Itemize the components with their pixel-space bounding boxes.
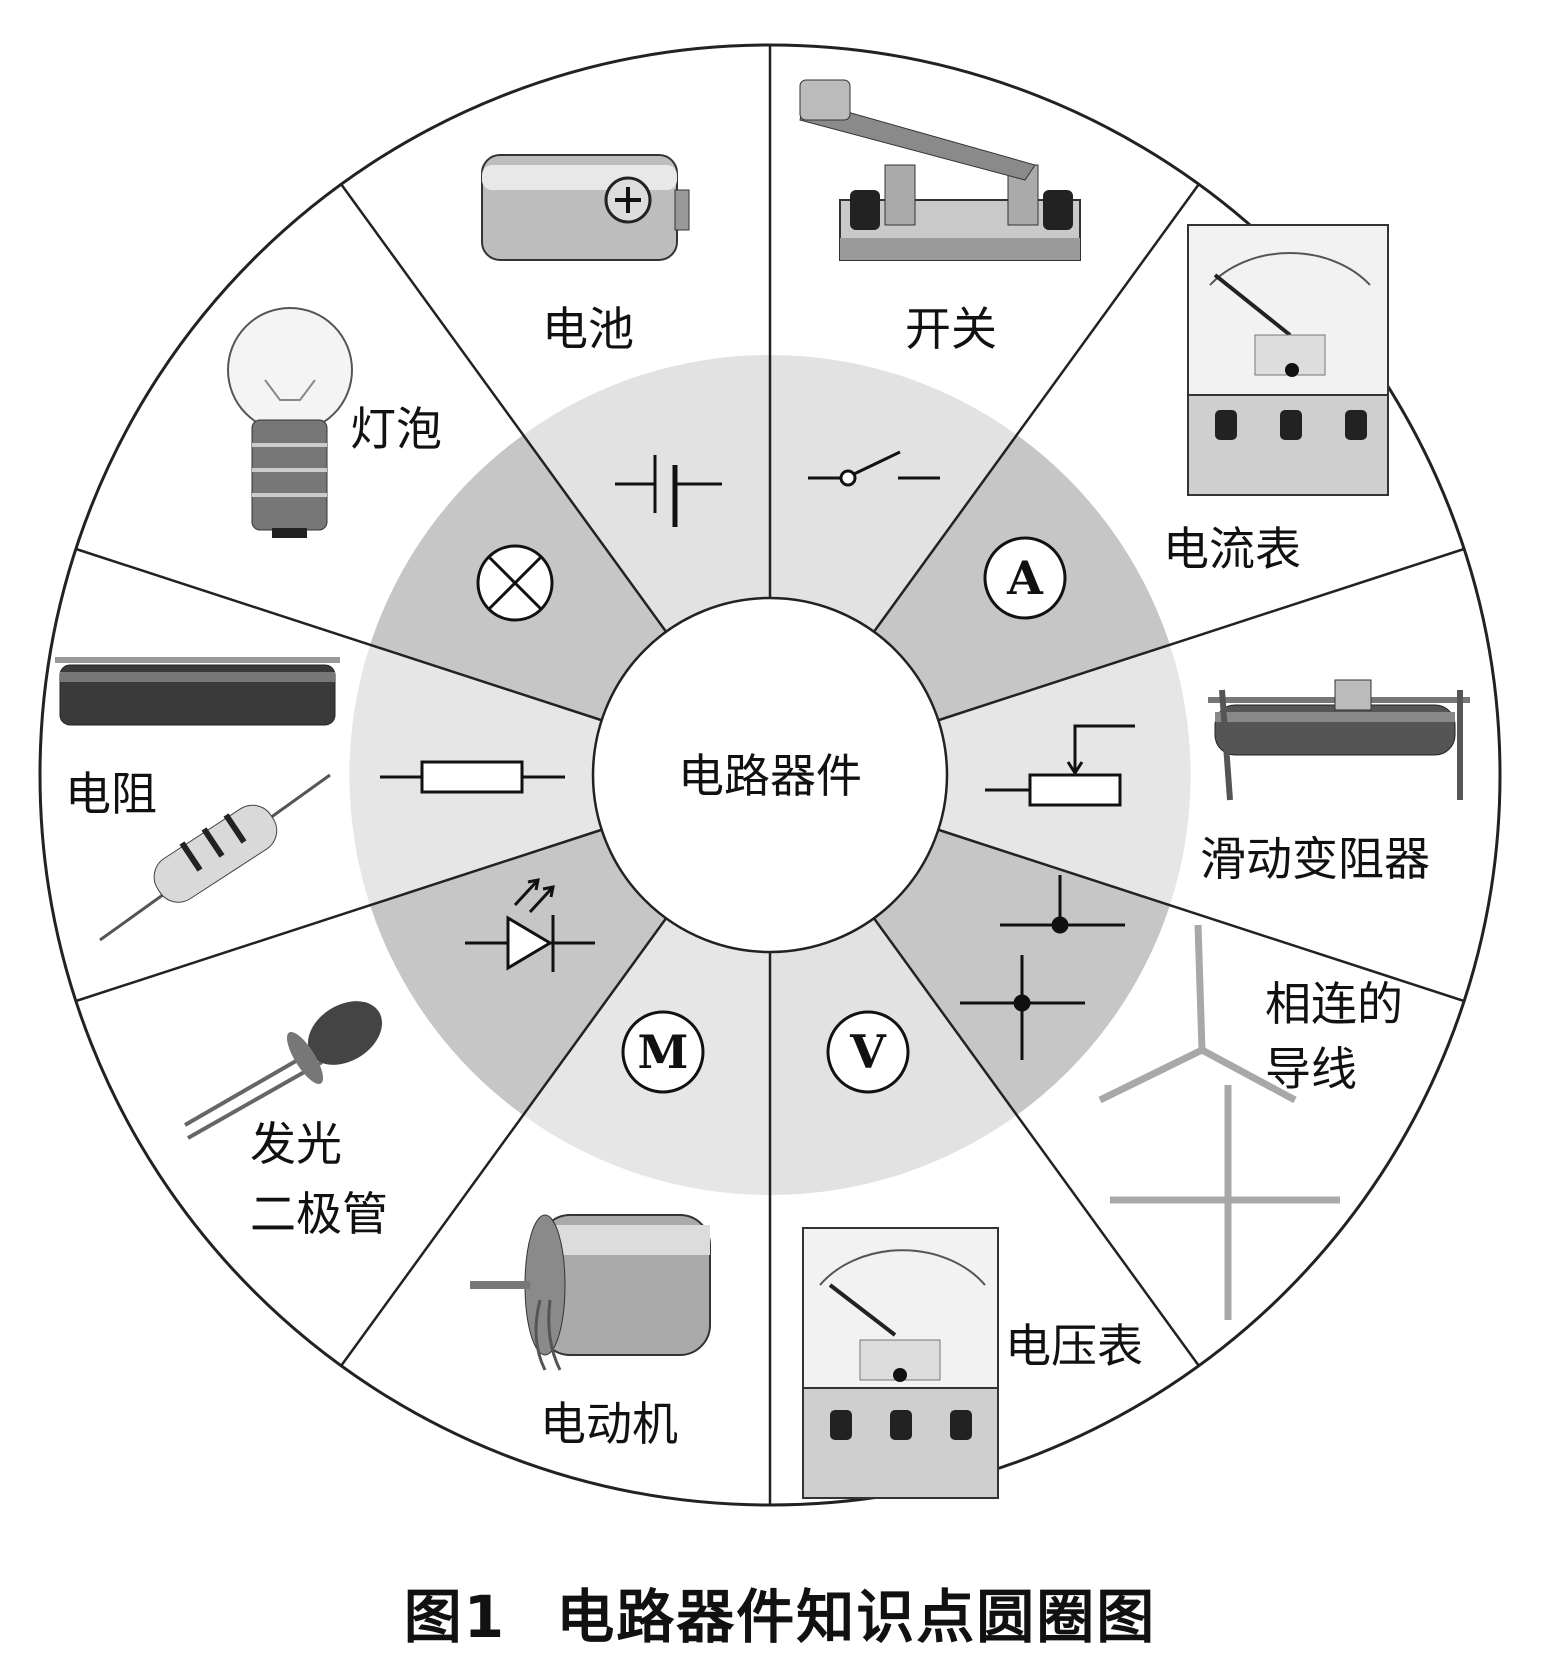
battery-illustration bbox=[481, 154, 690, 261]
junction-symbol bbox=[960, 875, 1125, 1060]
label-wire-line1: 相连的 bbox=[1265, 977, 1403, 1031]
label-led-line2: 二极管 bbox=[250, 1187, 388, 1241]
voltmeter-letter: V bbox=[849, 1025, 887, 1079]
resistor-illustration bbox=[55, 657, 340, 942]
label-motor: 电动机 bbox=[540, 1397, 678, 1451]
ring-sector-resistor bbox=[349, 645, 770, 905]
motor-letter: M bbox=[638, 1025, 689, 1079]
figure-number: 图1 bbox=[403, 1583, 507, 1651]
figure-title: 电路器件知识点圆圈图 bbox=[556, 1583, 1157, 1651]
resistor-symbol bbox=[380, 760, 565, 794]
divider-lines bbox=[75, 45, 1465, 1505]
label-resistor: 电阻 bbox=[65, 767, 157, 821]
bulb-illustration bbox=[227, 307, 353, 538]
label-wire-line2: 导线 bbox=[1265, 1042, 1357, 1096]
ammeter-letter: A bbox=[1006, 551, 1044, 605]
rheostat-symbol bbox=[985, 724, 1135, 807]
led-symbol bbox=[465, 878, 595, 972]
center-circle bbox=[591, 596, 949, 954]
motor-symbol bbox=[621, 1010, 705, 1094]
label-led-line1: 发光 bbox=[250, 1117, 342, 1171]
label-voltmeter: 电压表 bbox=[1005, 1319, 1143, 1373]
switch-symbol bbox=[808, 450, 940, 487]
center-label: 电路器件 bbox=[678, 749, 862, 803]
switch-illustration bbox=[799, 79, 1081, 261]
label-bulb: 灯泡 bbox=[350, 402, 442, 456]
ammeter-illustration bbox=[1187, 224, 1389, 496]
wire-illustration bbox=[1098, 924, 1340, 1320]
label-battery: 电池 bbox=[542, 302, 634, 356]
motor-illustration bbox=[470, 1214, 711, 1371]
led-illustration bbox=[184, 1001, 383, 1140]
ring-sector-rheostat bbox=[770, 645, 1191, 905]
voltmeter-illustration bbox=[802, 1227, 999, 1499]
figure-caption: 图1 电路器件知识点圆圈图 bbox=[0, 1570, 1560, 1654]
voltmeter-symbol bbox=[826, 1010, 910, 1094]
label-ammeter: 电流表 bbox=[1163, 522, 1301, 576]
label-rheostat: 滑动变阻器 bbox=[1200, 832, 1430, 886]
battery-symbol bbox=[615, 455, 722, 527]
lamp-symbol bbox=[476, 544, 554, 622]
rheostat-illustration bbox=[1208, 679, 1470, 801]
ammeter-symbol bbox=[983, 536, 1067, 620]
label-switch: 开关 bbox=[905, 302, 997, 356]
